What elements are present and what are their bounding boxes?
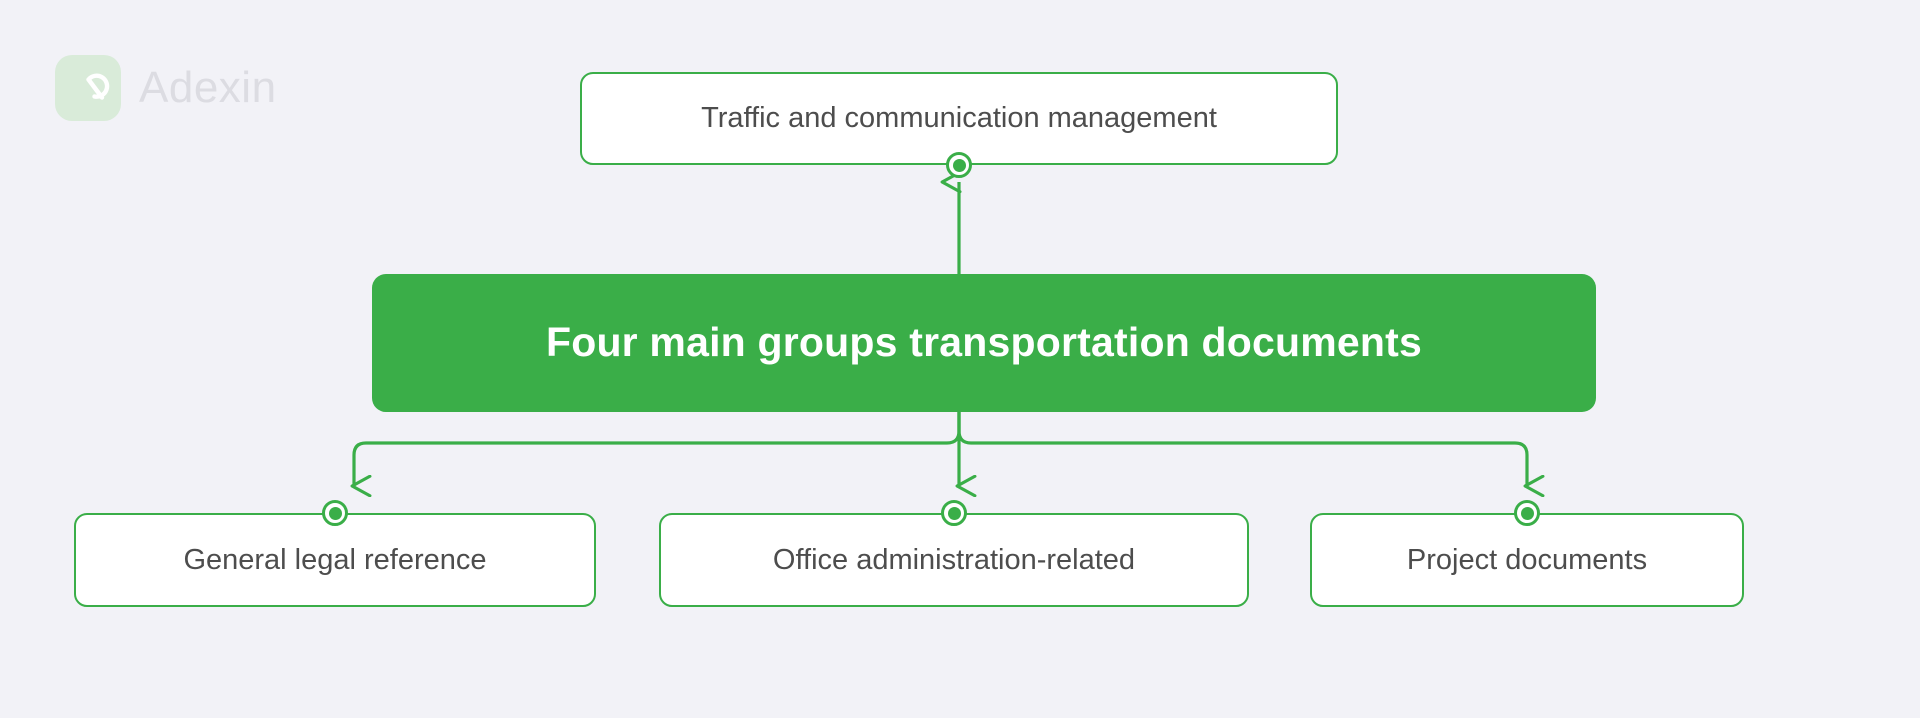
node-general-legal-reference[interactable]: General legal reference — [74, 513, 596, 607]
connector-dot-leaf-0 — [322, 500, 348, 526]
connector-dot-leaf-2 — [1514, 500, 1540, 526]
brand-name: Adexin — [139, 63, 277, 112]
node-label: General legal reference — [183, 543, 487, 576]
edge-center-to-leaf-2 — [957, 412, 1527, 486]
node-label: Traffic and communication management — [701, 102, 1217, 135]
edge-center-to-leaf-0 — [354, 412, 961, 486]
node-traffic-communication-management[interactable]: Traffic and communication management — [580, 72, 1338, 165]
node-project-documents[interactable]: Project documents — [1310, 513, 1744, 607]
connector-dot-top-node — [946, 152, 972, 178]
brand-logo: Adexin — [55, 55, 277, 121]
node-label: Office administration-related — [772, 543, 1136, 576]
node-office-administration-related[interactable]: Office administration-related — [659, 513, 1249, 607]
node-label: Project documents — [1406, 543, 1648, 576]
adexin-logo-icon — [55, 55, 121, 121]
banner-label: Four main groups transportation document… — [545, 319, 1423, 366]
node-center-four-main-groups[interactable]: Four main groups transportation document… — [372, 274, 1596, 412]
connector-dot-leaf-1 — [941, 500, 967, 526]
